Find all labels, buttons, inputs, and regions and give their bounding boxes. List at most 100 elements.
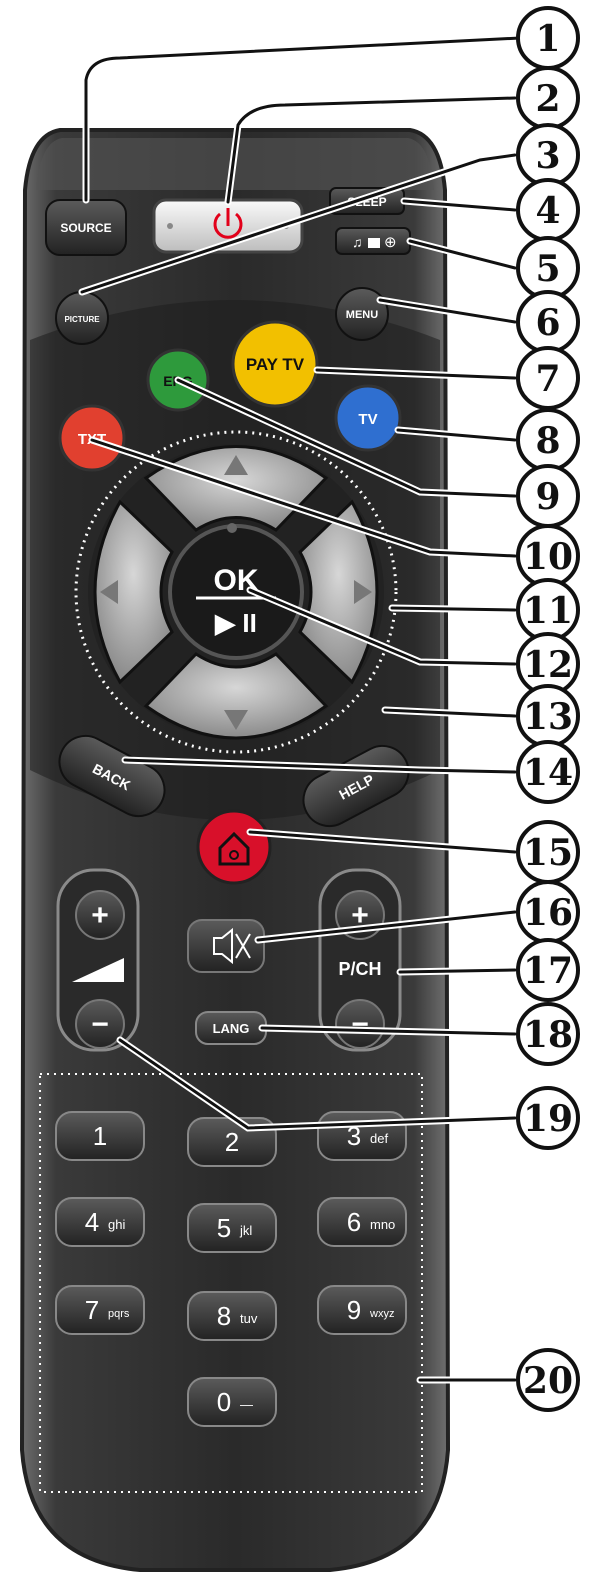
menu-button[interactable]: MENU	[335, 287, 389, 341]
svg-text:14: 14	[523, 752, 573, 794]
picture-label: PICTURE	[64, 315, 100, 324]
dpad-down-button[interactable]	[143, 652, 329, 740]
keypad-letters: —	[240, 1397, 253, 1412]
ok-button[interactable]: OK ▶ II	[168, 523, 304, 660]
up-arrow-icon	[224, 455, 248, 475]
keypad-letters: def	[370, 1131, 388, 1146]
callout-20: 20	[516, 1348, 580, 1412]
keypad-digit: 8	[217, 1301, 231, 1331]
callout-2: 2	[516, 66, 580, 130]
keypad-digit: 7	[85, 1295, 99, 1325]
keypad-digit: 5	[217, 1213, 231, 1243]
keypad-letters: ghi	[108, 1217, 125, 1232]
play-pause-label: ▶ II	[214, 608, 257, 638]
tv-label: TV	[358, 411, 377, 428]
mute-icon	[213, 927, 251, 965]
picture-button[interactable]: PICTURE	[55, 291, 109, 345]
svg-text:2: 2	[535, 78, 560, 120]
back-button[interactable]: BACK	[50, 727, 173, 825]
tv-button[interactable]: TV	[334, 384, 402, 452]
keypad-digit: 9	[347, 1295, 361, 1325]
source-label: SOURCE	[60, 221, 111, 235]
keypad-letters: jkl	[239, 1223, 252, 1238]
music-note-icon: ♫	[352, 234, 363, 250]
callout-16: 16	[516, 880, 580, 944]
callout-7: 7	[516, 346, 580, 410]
menu-label: MENU	[346, 309, 378, 321]
svg-text:6: 6	[535, 302, 560, 344]
media-mode-button[interactable]: ♫ ⊕	[335, 227, 411, 255]
pch-label: P/CH	[338, 959, 381, 979]
svg-text:13: 13	[523, 696, 573, 738]
volume-down-label: −	[91, 1008, 109, 1041]
callout-17: 17	[516, 938, 580, 1002]
callout-lines-core	[80, 36, 522, 1382]
dpad-left-button[interactable]	[93, 499, 174, 685]
svg-text:16: 16	[523, 892, 573, 934]
right-arrow-icon	[354, 580, 372, 604]
keypad-letters: pqrs	[108, 1308, 130, 1320]
down-arrow-icon	[224, 710, 248, 730]
keypad-button-6[interactable]: 6 mno	[317, 1197, 407, 1247]
svg-text:3: 3	[535, 135, 560, 177]
callout-19: 19	[516, 1086, 580, 1150]
callout-6: 6	[516, 290, 580, 354]
volume-ramp-icon	[72, 958, 124, 982]
callout-4: 4	[516, 178, 580, 242]
svg-text:20: 20	[523, 1360, 573, 1402]
callout-15: 15	[516, 820, 580, 884]
callout-5: 5	[516, 236, 580, 300]
keypad-button-4[interactable]: 4 ghi	[55, 1197, 145, 1247]
lang-button[interactable]: LANG	[195, 1011, 267, 1045]
svg-text:12: 12	[523, 644, 573, 686]
keypad-button-7[interactable]: 7 pqrs	[55, 1285, 145, 1335]
home-button[interactable]	[196, 809, 272, 885]
svg-text:18: 18	[523, 1014, 573, 1056]
keypad-button-1[interactable]: 1	[55, 1111, 145, 1161]
camera-icon	[368, 238, 380, 248]
callout-3: 3	[516, 123, 580, 187]
callout-13: 13	[516, 684, 580, 748]
volume-up-label: +	[91, 899, 109, 932]
svg-text:15: 15	[523, 832, 573, 874]
callout-9: 9	[516, 464, 580, 528]
svg-text:7: 7	[535, 358, 560, 400]
keypad-digit: 4	[85, 1207, 99, 1237]
callout-1: 1	[516, 6, 580, 70]
mute-button[interactable]	[187, 919, 265, 973]
lang-label: LANG	[213, 1021, 250, 1036]
keypad-digit: 3	[347, 1121, 361, 1151]
callout-8: 8	[516, 408, 580, 472]
svg-text:17: 17	[523, 950, 573, 992]
svg-text:19: 19	[523, 1098, 573, 1140]
svg-text:11: 11	[523, 590, 573, 632]
keypad-letters: mno	[370, 1217, 395, 1232]
svg-text:9: 9	[535, 476, 560, 518]
home-icon	[218, 831, 250, 866]
callout-11: 11	[516, 578, 580, 642]
channel-down-label: −	[351, 1008, 369, 1041]
svg-text:5: 5	[535, 248, 560, 290]
power-icon	[213, 208, 243, 239]
svg-text:10: 10	[523, 536, 573, 578]
source-button[interactable]: SOURCE	[45, 199, 127, 256]
keypad-button-5[interactable]: 5 jkl	[187, 1203, 277, 1253]
channel-up-label: +	[351, 899, 369, 932]
volume-down-button[interactable]: −	[75, 999, 125, 1049]
pay-tv-label: PAY TV	[246, 355, 305, 374]
keypad-frame	[39, 1073, 423, 1493]
globe-icon: ⊕	[384, 234, 397, 251]
keypad-digit: 6	[347, 1207, 361, 1237]
keypad-digit: 2	[225, 1127, 239, 1157]
channel-down-button[interactable]: −	[335, 999, 385, 1049]
pay-tv-button[interactable]: PAY TV	[231, 320, 319, 408]
callout-10: 10	[516, 524, 580, 588]
volume-up-button[interactable]: +	[75, 890, 125, 940]
svg-text:8: 8	[535, 420, 560, 462]
keypad-digit: 0	[217, 1387, 231, 1417]
keypad-button-0[interactable]: 0—	[187, 1377, 277, 1427]
